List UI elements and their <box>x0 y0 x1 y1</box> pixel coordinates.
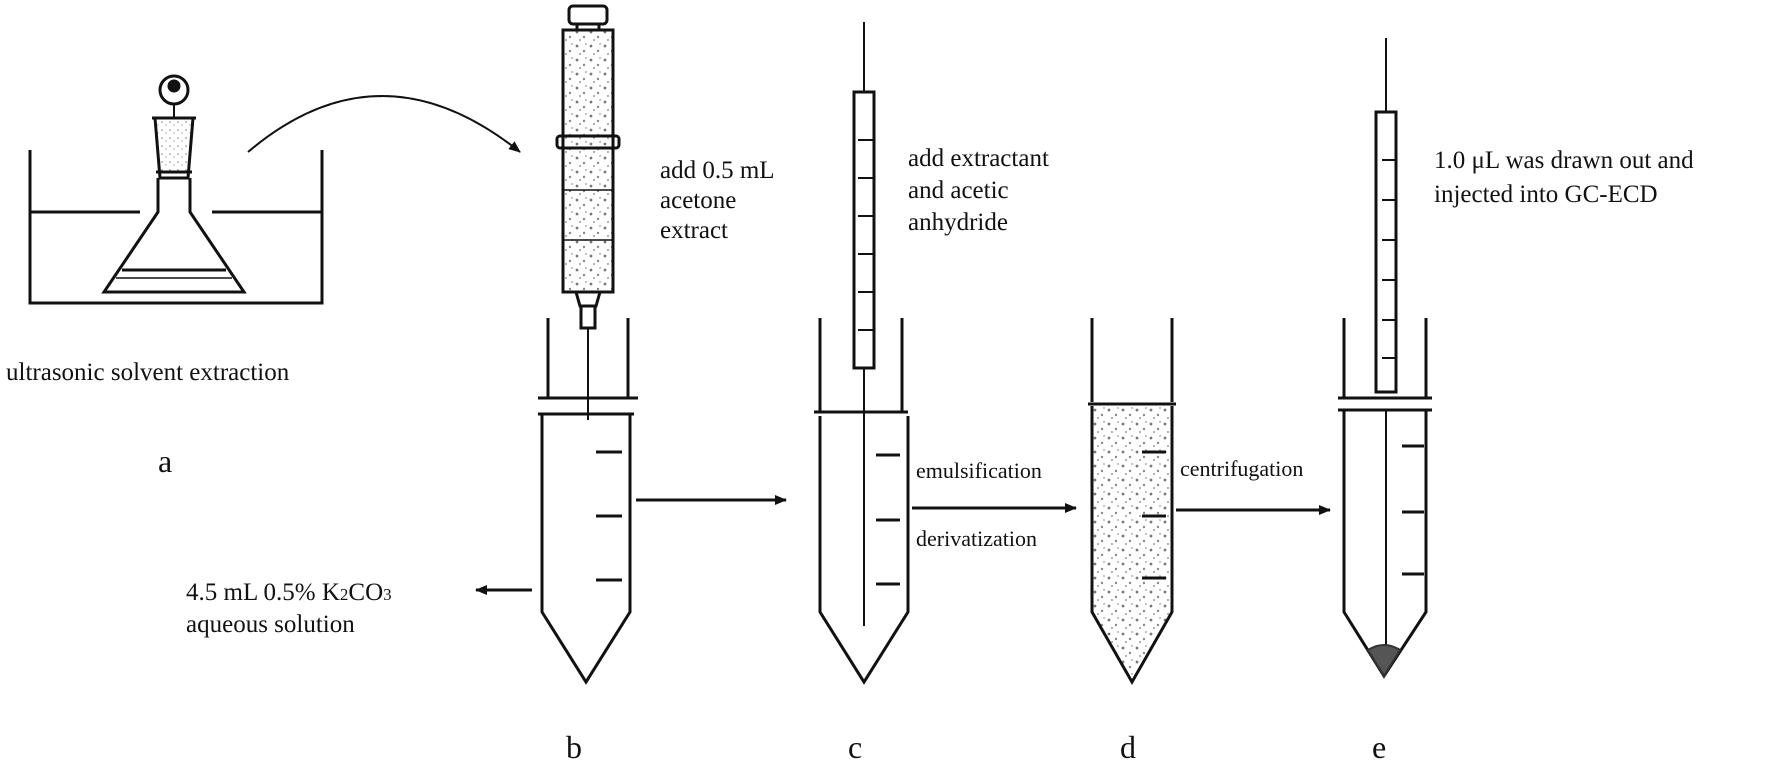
sediment-droplet <box>1366 644 1402 678</box>
panel-e <box>1338 38 1432 679</box>
panel-b-note-line-1: add 0.5 mL <box>660 157 774 184</box>
panel-e-note: 1.0 μL was drawn out and injected into G… <box>1434 147 1700 208</box>
microsyringe-c <box>852 22 876 626</box>
panel-c-note-line-3: anhydride <box>908 209 1008 236</box>
conical-flask <box>101 178 247 294</box>
panel-e-letter: e <box>1372 729 1386 764</box>
panel-c-note-line-1: add extractant <box>908 145 1049 172</box>
panel-b-side-note-line-1: 4.5 mL 0.5% K2CO3 <box>186 579 392 606</box>
syringe <box>555 4 621 420</box>
arrow-label-centrifugation: centrifugation <box>1180 456 1303 481</box>
arrow-label-emulsification: emulsification <box>916 458 1042 483</box>
flask-stopper <box>153 116 195 180</box>
microsyringe-e <box>1374 38 1398 394</box>
panel-b-note-line-2: acetone <box>660 187 736 214</box>
panel-b-letter: b <box>566 729 582 764</box>
panel-b-note-line-3: extract <box>660 217 728 244</box>
centrifuge-tube-c <box>814 318 910 685</box>
panel-c <box>814 22 1077 685</box>
centrifuge-tube-d <box>1088 318 1176 686</box>
panel-c-note-line-2: and acetic <box>908 177 1009 204</box>
panel-b <box>475 4 787 685</box>
panel-d-letter: d <box>1120 729 1136 764</box>
panel-c-note: add extractant and acetic anhydride <box>908 145 1055 236</box>
panel-a-letter: a <box>158 443 172 479</box>
panel-b-note: add 0.5 mL acetone extract <box>660 157 780 244</box>
panel-a-caption: ultrasonic solvent extraction <box>6 359 290 386</box>
panel-d <box>1088 318 1331 686</box>
emulsion-fill <box>1092 406 1172 682</box>
centrifuge-tube-e <box>1338 318 1432 679</box>
ultrasonic-bath <box>28 150 324 305</box>
panel-e-note-line-1: 1.0 μL was drawn out and <box>1434 147 1694 174</box>
panel-a <box>28 74 521 305</box>
centrifuge-tube-b <box>538 318 638 685</box>
panel-e-note-line-2: injected into GC-ECD <box>1434 181 1658 208</box>
panel-c-letter: c <box>848 729 862 764</box>
arrow-label-derivatization: derivatization <box>916 526 1037 551</box>
stopper-knob <box>158 74 190 106</box>
transfer-arrow <box>247 95 521 153</box>
panel-b-side-note-line-2: aqueous solution <box>186 611 355 638</box>
